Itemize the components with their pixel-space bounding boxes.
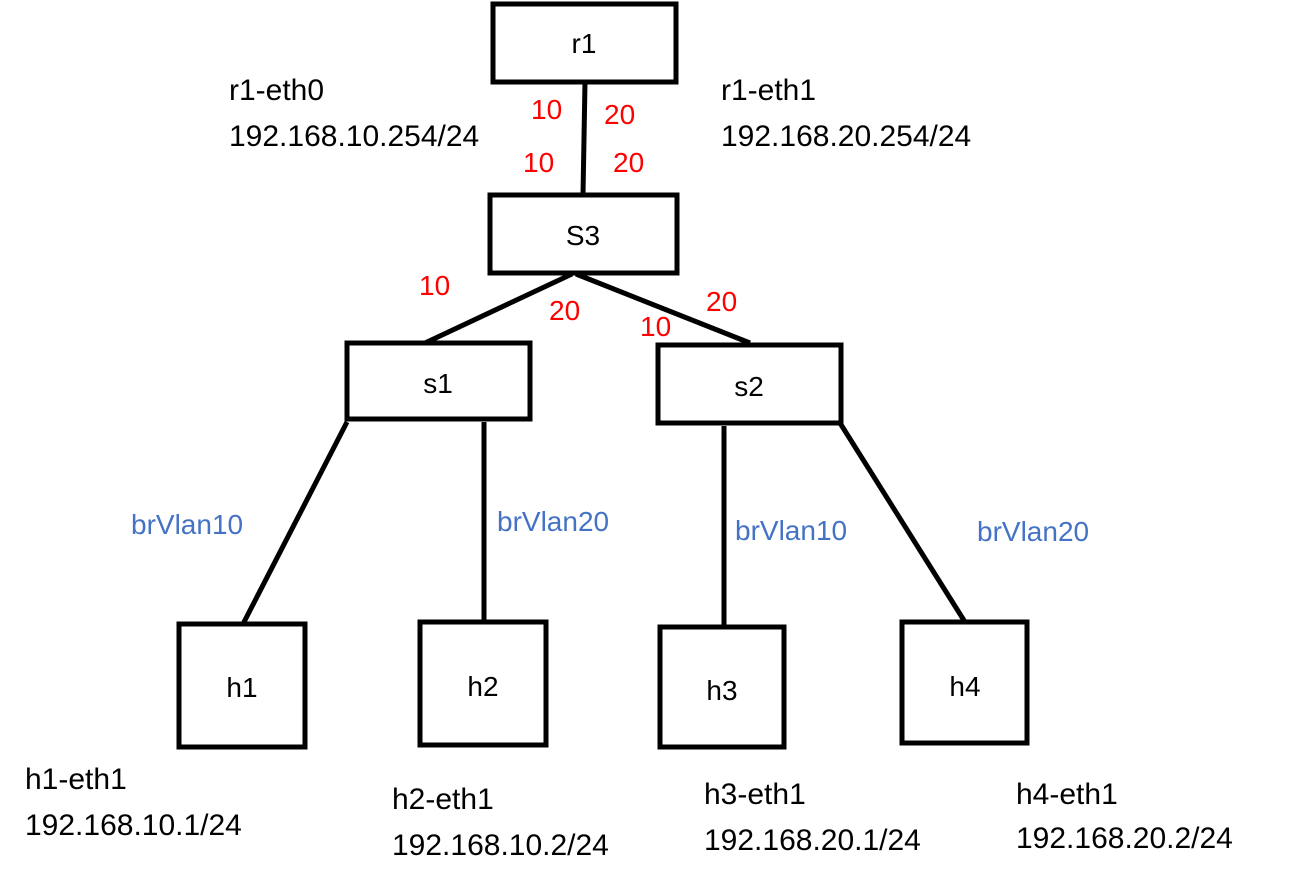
h4-eth1-name: h4-eth1 <box>1016 778 1118 811</box>
vlan-tag-r1-s3-right-top: 20 <box>604 99 635 130</box>
r1-eth0-ip: 192.168.10.254/24 <box>229 120 479 153</box>
node-h1-label: h1 <box>226 672 257 703</box>
link-s3-s1 <box>423 271 574 346</box>
bridge-label-s1-h2: brVlan20 <box>497 506 609 537</box>
h1-eth1-name: h1-eth1 <box>25 763 127 796</box>
link-r1-s3 <box>580 81 588 196</box>
node-r1: r1 <box>490 1 679 85</box>
node-s2: s2 <box>655 342 844 426</box>
h4-eth1-ip: 192.168.20.2/24 <box>1016 822 1233 855</box>
node-h4: h4 <box>899 619 1030 746</box>
vlan-tag-r1-s3-left-bottom: 10 <box>523 147 554 178</box>
r1-eth1-ip: 192.168.20.254/24 <box>721 120 971 153</box>
node-s2-label: s2 <box>734 371 764 402</box>
node-s1: s1 <box>344 340 533 422</box>
vlan-tag-r1-s3-left-top: 10 <box>531 94 562 125</box>
node-h3-label: h3 <box>706 675 737 706</box>
node-h1: h1 <box>176 621 308 750</box>
bridge-label-s2-h3: brVlan10 <box>735 515 847 546</box>
r1-eth0-name: r1-eth0 <box>229 74 324 107</box>
vlan-tag-s3-s2-10: 10 <box>640 311 671 342</box>
vlan-tag-s3-s1-20: 20 <box>549 295 580 326</box>
vlan-tag-s3-s2-20: 20 <box>706 286 737 317</box>
r1-eth1-name: r1-eth1 <box>721 74 816 107</box>
link-s3-s2 <box>575 271 751 346</box>
node-s1-label: s1 <box>423 368 453 399</box>
node-h3: h3 <box>657 624 787 750</box>
h3-eth1-ip: 192.168.20.1/24 <box>704 824 921 857</box>
link-s1-h1 <box>240 420 350 626</box>
node-r1-label: r1 <box>572 28 597 59</box>
node-s3: S3 <box>487 192 680 276</box>
h1-eth1-ip: 192.168.10.1/24 <box>25 809 242 842</box>
node-h4-label: h4 <box>949 671 980 702</box>
vlan-tag-r1-s3-right-bottom: 20 <box>613 147 644 178</box>
h2-eth1-name: h2-eth1 <box>392 783 494 816</box>
node-s3-label: S3 <box>566 220 600 251</box>
h2-eth1-ip: 192.168.10.2/24 <box>392 829 609 862</box>
link-s2-h4 <box>837 421 968 624</box>
node-h2-label: h2 <box>467 671 498 702</box>
vlan-tag-s3-s1-10: 10 <box>419 270 450 301</box>
bridge-label-s2-h4: brVlan20 <box>977 516 1089 547</box>
node-h2: h2 <box>417 619 549 748</box>
h3-eth1-name: h3-eth1 <box>704 778 806 811</box>
bridge-label-s1-h1: brVlan10 <box>131 509 243 540</box>
